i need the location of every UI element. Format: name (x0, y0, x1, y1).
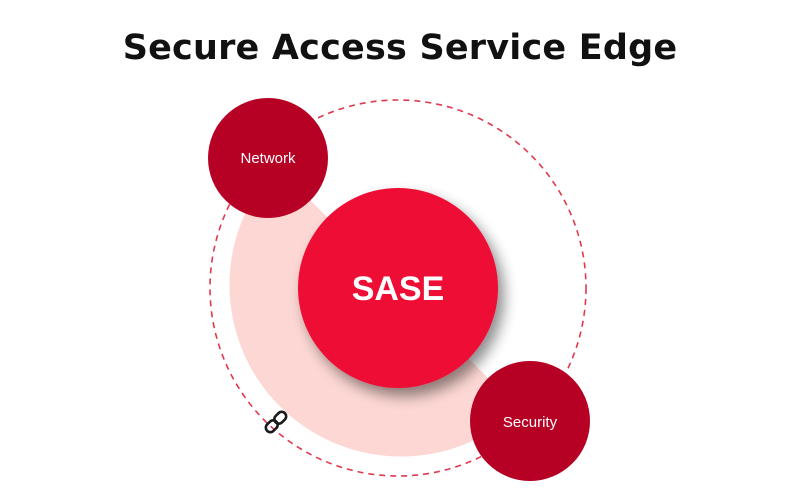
security-circle (470, 361, 590, 481)
link-icon (264, 410, 288, 434)
security-node: Security (470, 361, 590, 481)
network-circle (208, 98, 328, 218)
security-label: Security (503, 414, 558, 431)
sase-label: SASE (352, 270, 445, 308)
network-node: Network (208, 98, 328, 218)
sase-circle (298, 188, 498, 388)
connection-arc-band (229, 166, 520, 457)
network-label: Network (240, 150, 296, 167)
page-title: Secure Access Service Edge (122, 28, 678, 68)
dashed-orbit (209, 99, 587, 477)
